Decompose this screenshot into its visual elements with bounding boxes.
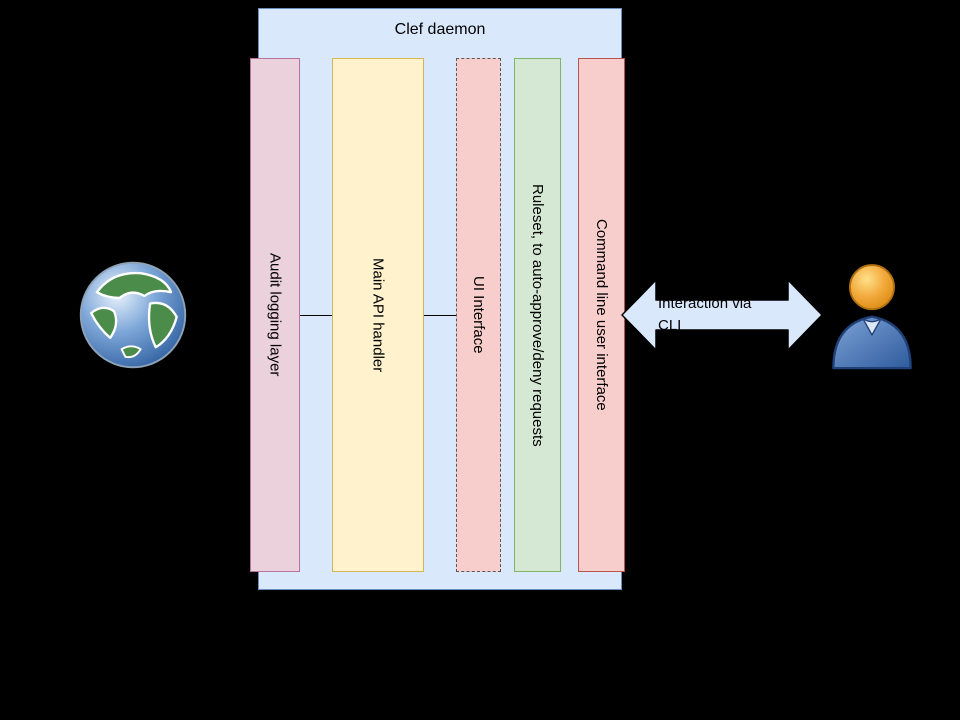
column-audit-logging-layer: Audit logging layer xyxy=(250,58,300,572)
column-label: Command line user interface xyxy=(593,219,610,411)
column-main-api-handler: Main API handler xyxy=(332,58,424,572)
clef-daemon-container: Clef daemon xyxy=(258,8,622,590)
arrow-label-line2: CLI xyxy=(658,317,682,334)
globe-icon xyxy=(76,258,190,372)
connector-globe-to-audit xyxy=(190,315,250,316)
cli-arrow-shape xyxy=(621,279,823,351)
column-label: UI Interface xyxy=(470,276,487,354)
cli-arrow xyxy=(620,270,825,360)
column-ui-interface: UI Interface xyxy=(456,58,501,572)
column-command-line-ui: Command line user interface xyxy=(578,58,625,572)
connector-audit-to-api xyxy=(300,315,332,316)
connector-api-to-ui xyxy=(424,315,456,316)
arrow-label-line1: Interaction via xyxy=(658,295,752,312)
column-label: Main API handler xyxy=(369,257,387,373)
column-label: Audit logging layer xyxy=(266,253,284,377)
clef-daemon-title: Clef daemon xyxy=(394,21,486,38)
column-ruleset: Ruleset, to auto-approve/deny requests xyxy=(514,58,561,572)
arrow-label: Interaction via CLI xyxy=(658,293,788,337)
person-icon xyxy=(826,252,918,372)
column-label: Ruleset, to auto-approve/deny requests xyxy=(529,183,546,447)
